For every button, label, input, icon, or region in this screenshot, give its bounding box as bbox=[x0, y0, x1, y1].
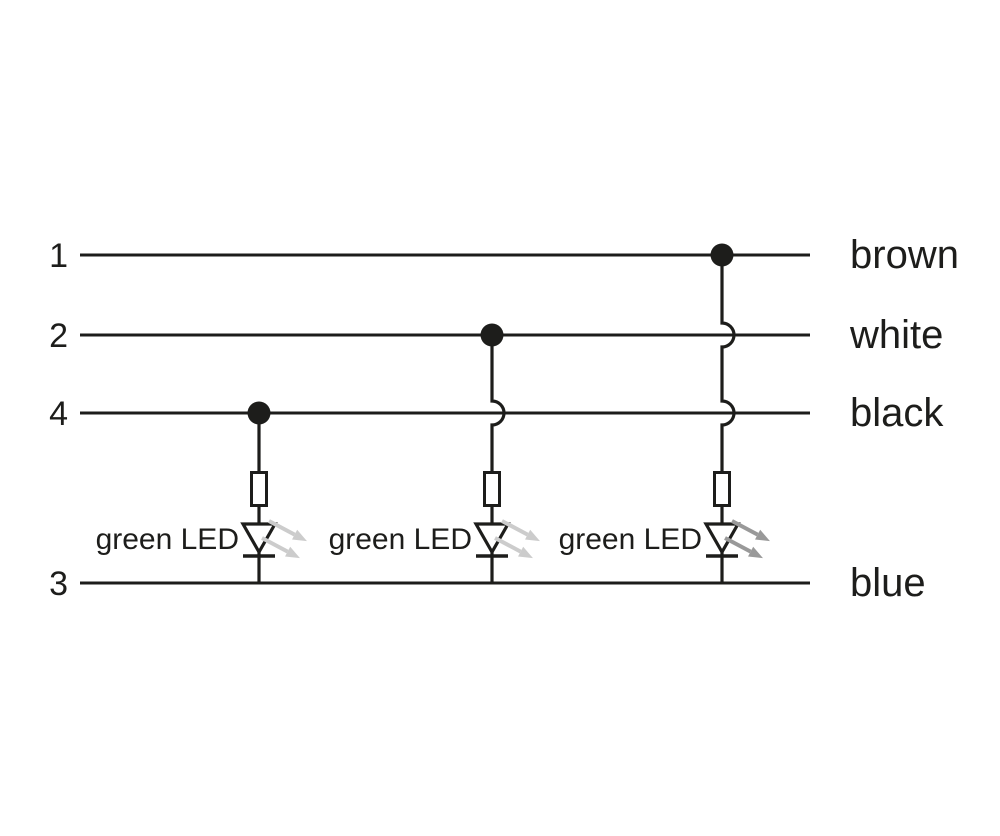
led-triangle-1 bbox=[240, 522, 278, 556]
arrow-shaft bbox=[494, 536, 522, 554]
led-light-arrow-3-1 bbox=[731, 519, 770, 542]
wire-color-label-blue: blue bbox=[850, 561, 926, 605]
resistor-1 bbox=[250, 471, 268, 507]
led-light-arrow-3-2 bbox=[724, 536, 763, 559]
arrow-head bbox=[525, 529, 540, 542]
pin-number-3: 3 bbox=[49, 565, 68, 603]
branch-wire-3 bbox=[720, 255, 736, 583]
led-label-1: green LED bbox=[96, 523, 239, 556]
junction-dot-1 bbox=[247, 401, 271, 425]
branch-wire-2 bbox=[490, 335, 506, 583]
led-triangle-2 bbox=[473, 522, 511, 556]
arrow-shaft bbox=[501, 519, 529, 537]
resistor-3 bbox=[713, 471, 731, 507]
junction-dot-2 bbox=[480, 323, 504, 347]
pin-number-2: 2 bbox=[49, 317, 68, 355]
led-light-arrow-1-1 bbox=[268, 519, 307, 542]
resistor-2 bbox=[483, 471, 501, 507]
led-light-arrow-1-2 bbox=[261, 536, 300, 559]
led-label-3: green LED bbox=[559, 523, 702, 556]
pin-number-1: 1 bbox=[49, 237, 68, 275]
arrow-shaft bbox=[731, 519, 759, 537]
junction-dot-3 bbox=[710, 243, 734, 267]
arrow-head bbox=[748, 546, 763, 559]
arrow-shaft bbox=[724, 536, 752, 554]
led-triangle-3 bbox=[703, 522, 741, 556]
wire-color-label-brown: brown bbox=[850, 233, 959, 277]
wire-color-label-black: black bbox=[850, 391, 944, 435]
wire-color-label-white: white bbox=[849, 313, 943, 357]
arrow-head bbox=[755, 529, 770, 542]
arrow-head bbox=[518, 546, 533, 559]
arrow-head bbox=[285, 546, 300, 559]
pin-number-4: 4 bbox=[49, 395, 68, 433]
arrow-head bbox=[292, 529, 307, 542]
led-label-2: green LED bbox=[329, 523, 472, 556]
led-light-arrow-2-2 bbox=[494, 536, 533, 559]
led-light-arrow-2-1 bbox=[501, 519, 540, 542]
arrow-shaft bbox=[268, 519, 296, 537]
arrow-shaft bbox=[261, 536, 289, 554]
